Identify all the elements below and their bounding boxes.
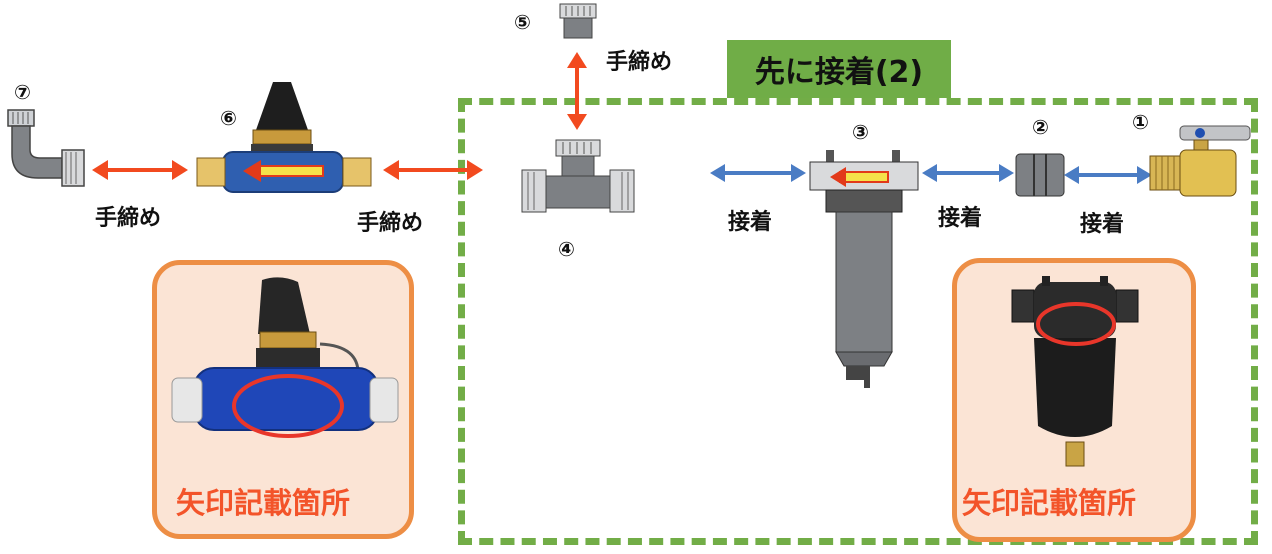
callout-caption-right: 矢印記載箇所 (962, 486, 1137, 520)
glue-label-1: 接着 (728, 210, 773, 235)
water-meter-photo-icon (171, 277, 399, 438)
hand-tighten-arrow-left (92, 160, 188, 180)
hand-tighten-arrow-mid (383, 160, 483, 180)
number-4: ④ (558, 237, 575, 261)
number-5: ⑤ (514, 10, 531, 34)
number-7: ⑦ (14, 80, 31, 104)
number-6: ⑥ (220, 106, 237, 130)
glue-first-title: 先に接着(2) (727, 40, 951, 98)
water-meter-icon (196, 82, 372, 193)
number-3: ③ (852, 120, 869, 144)
glue-label-3: 接着 (1080, 212, 1125, 237)
elbow-fitting-icon (7, 109, 85, 187)
hand-tighten-label-left: 手締め (95, 206, 162, 231)
glue-arrow-1 (710, 164, 806, 182)
hand-tighten-arrow-top (567, 52, 587, 130)
glue-arrow-3 (1064, 166, 1152, 184)
glue-first-region (458, 98, 1258, 545)
glue-arrow-2 (922, 164, 1014, 182)
number-2: ② (1032, 115, 1049, 139)
tee-fitting-icon (521, 139, 635, 213)
glue-label-2: 接着 (938, 206, 983, 231)
hand-tighten-label-mid: 手締め (357, 211, 424, 236)
filter-icon (809, 150, 919, 388)
hand-tighten-label-top: 手締め (606, 50, 673, 75)
adapter-fitting-icon (559, 3, 597, 39)
filter-photo-icon (1011, 276, 1139, 467)
socket-fitting-icon (1015, 153, 1065, 197)
ball-valve-icon (1149, 125, 1251, 197)
number-1: ① (1132, 110, 1149, 134)
callout-caption-left: 矢印記載箇所 (176, 486, 351, 520)
